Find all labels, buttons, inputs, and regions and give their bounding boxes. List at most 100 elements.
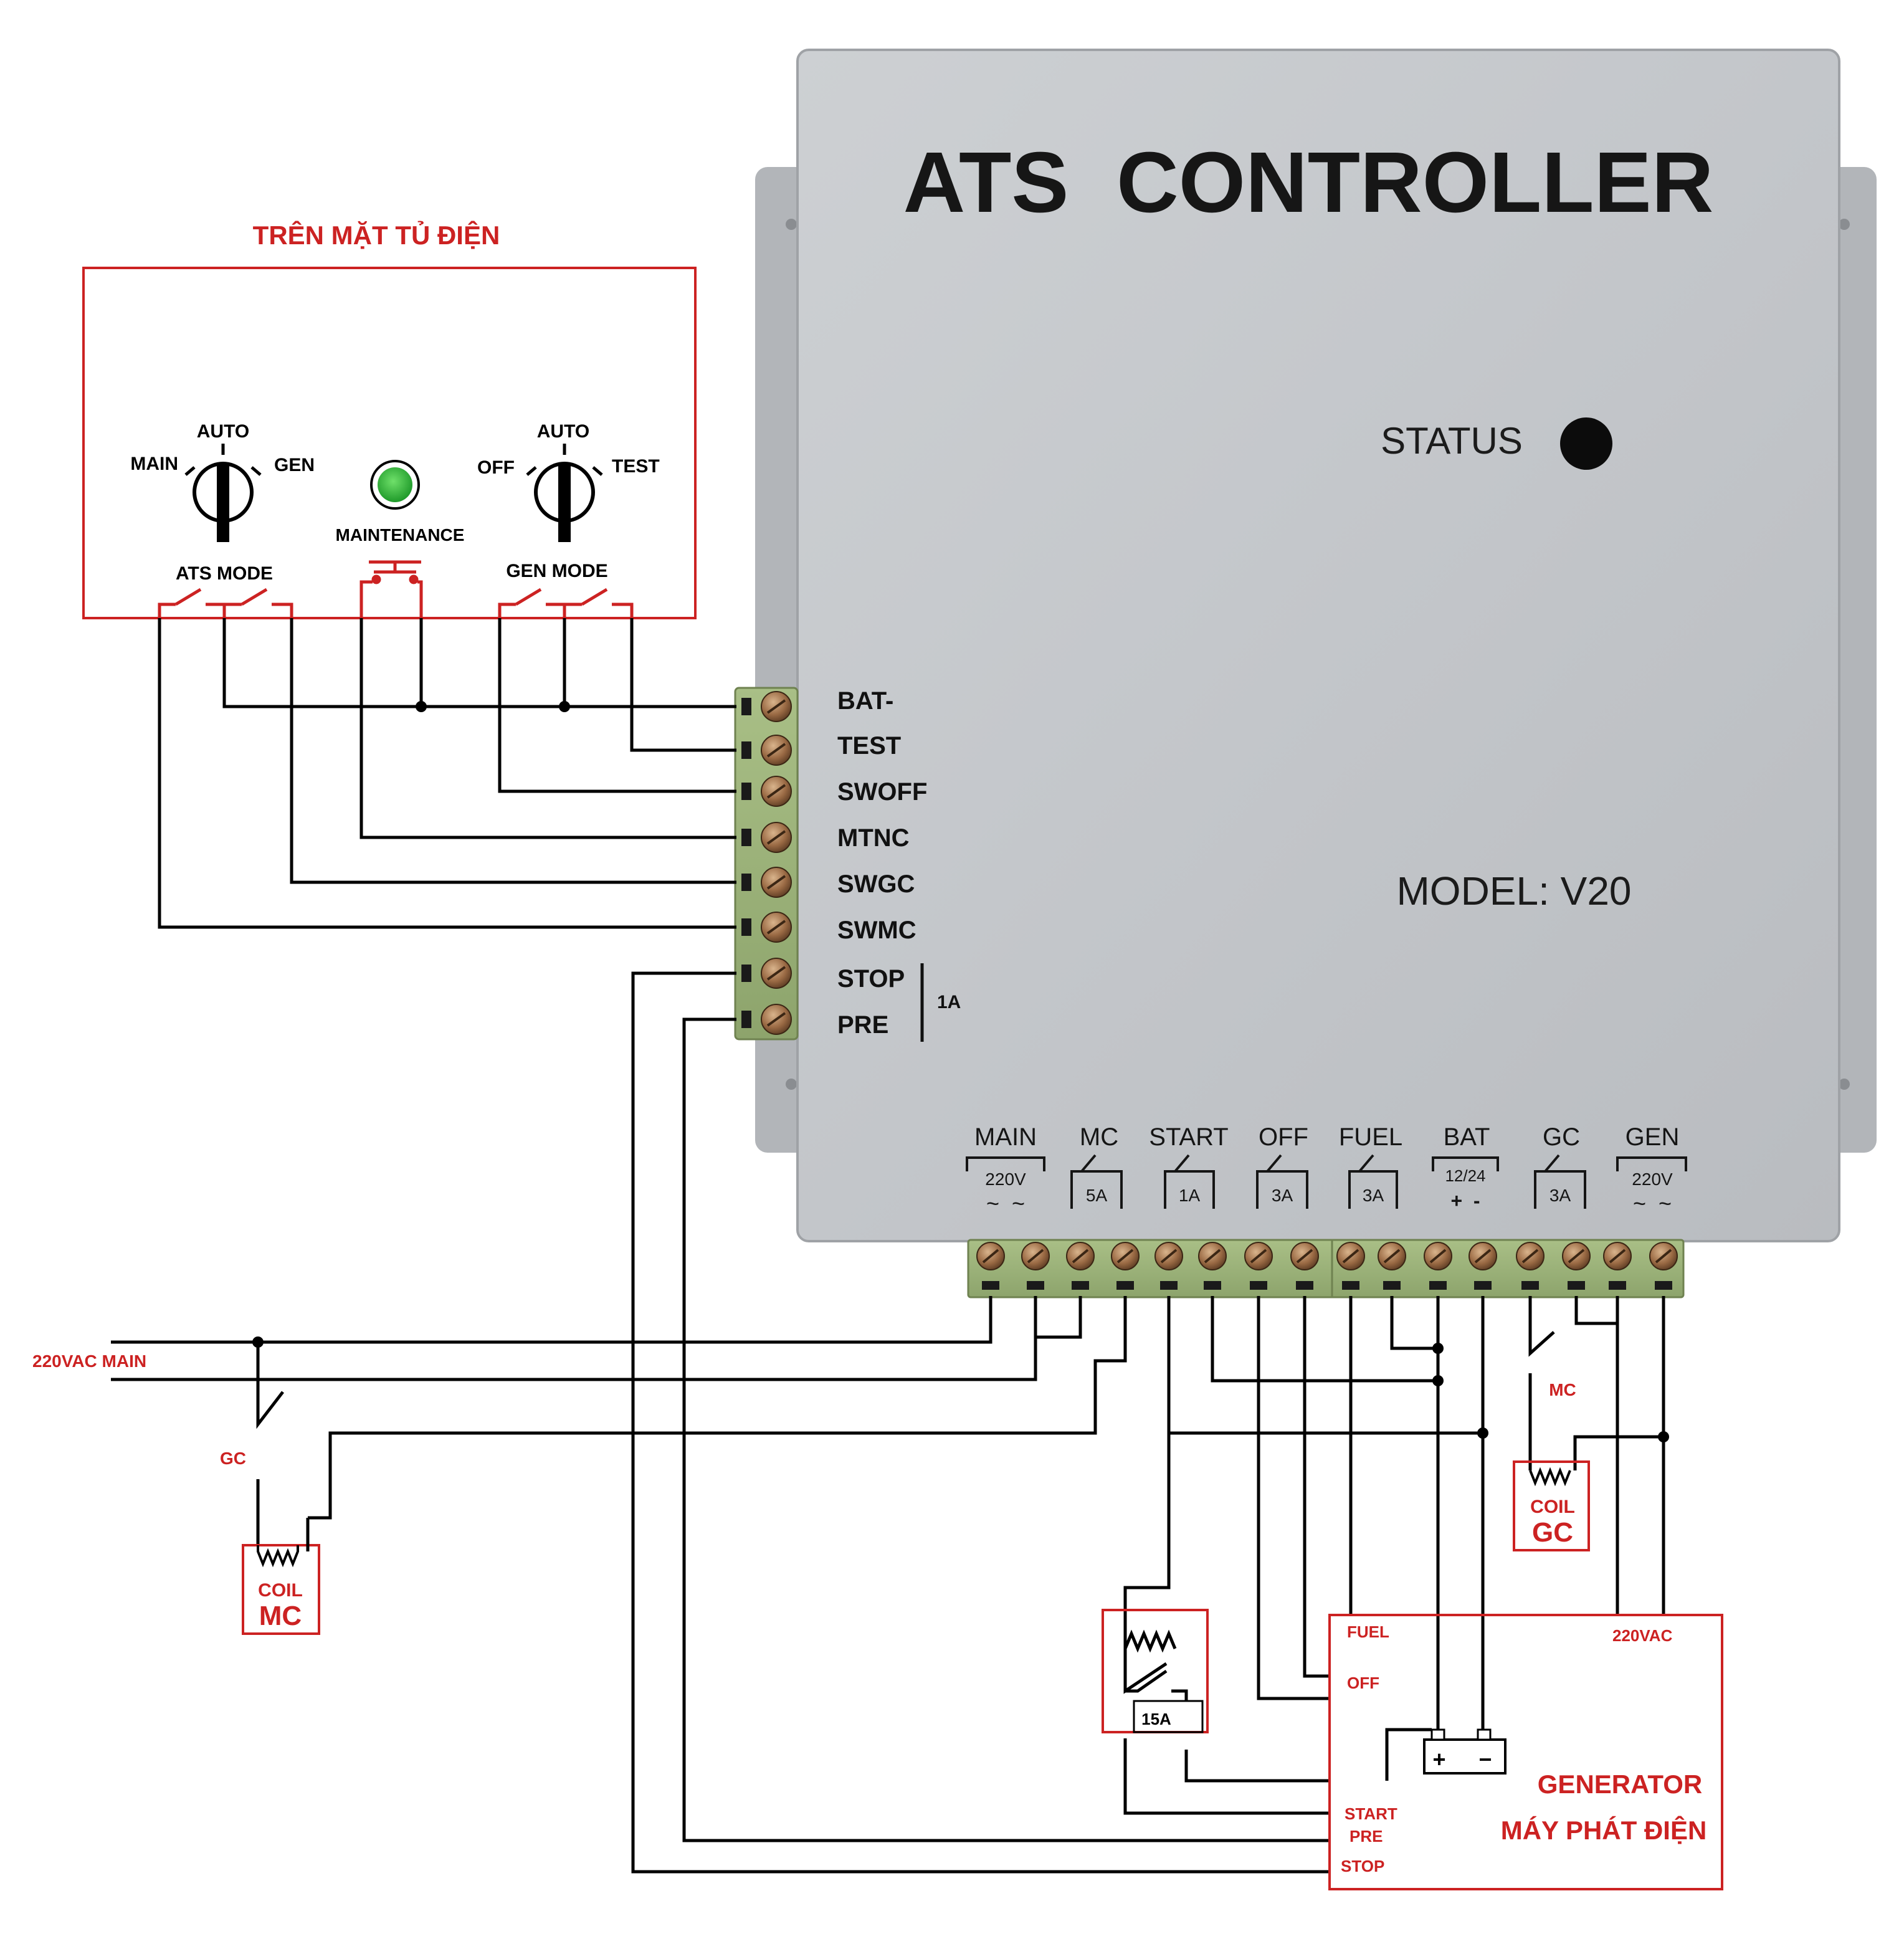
rating-fuel: 3A (1363, 1186, 1384, 1205)
rating-bat: 12/24 (1445, 1166, 1485, 1185)
terminal-slot (1521, 1281, 1539, 1290)
screw-slot-mark (766, 743, 786, 758)
terminal-slot (741, 874, 751, 891)
screw-slot-mark (1342, 1249, 1359, 1264)
left-terminal-block (734, 687, 799, 1041)
screw-slot-mark (766, 966, 786, 981)
controller-title: ATS CONTROLLER (903, 135, 1714, 231)
terminal-slot (741, 1011, 751, 1028)
generator-subtitle: MÁY PHÁT ĐIỆN (1501, 1815, 1707, 1845)
sub-bat: + - (1450, 1189, 1480, 1212)
terminal-slot (1072, 1281, 1089, 1290)
gen-terminal-off: OFF (1347, 1674, 1379, 1692)
gen-mode-contacts (498, 588, 634, 618)
terminal-slot (741, 783, 751, 800)
generator-title: GENERATOR (1538, 1770, 1702, 1799)
terminal-slot (741, 918, 751, 936)
left-terminal-screws (741, 691, 792, 1035)
generator: FUEL OFF 220VAC START PRE STOP GENERATOR… (1328, 1614, 1723, 1890)
terminal-label-bat-minus: BAT- (837, 687, 893, 715)
group-label-gen: GEN (1626, 1123, 1680, 1151)
main-supply-label: 220VAC MAIN (32, 1351, 146, 1371)
gen-terminal-ac: 220VAC (1612, 1626, 1673, 1645)
group-label-fuel: FUEL (1339, 1123, 1402, 1151)
gen-mode-label: GEN MODE (506, 561, 607, 581)
terminal-slot (741, 741, 751, 759)
terminal-slot (1116, 1281, 1134, 1290)
ats-mode-contacts (158, 588, 293, 618)
group-label-start: START (1149, 1123, 1228, 1151)
gen-terminal-fuel: FUEL (1347, 1622, 1389, 1641)
screw-slot-mark (982, 1249, 999, 1264)
screw-slot-mark (1609, 1249, 1626, 1264)
group-label-bat: BAT (1444, 1123, 1490, 1151)
battery-minus: − (1478, 1746, 1492, 1772)
terminal-slot (741, 829, 751, 846)
terminal-label-swmc: SWMC (837, 917, 916, 944)
bottom-terminal-block (967, 1239, 1685, 1298)
gc-contact-label: GC (220, 1449, 246, 1468)
sub-gen: ~ ~ (1633, 1191, 1672, 1216)
coil-gc-word: COIL (1530, 1497, 1575, 1517)
terminal-slot (1027, 1281, 1044, 1290)
maintenance-label: MAINTENANCE (336, 525, 465, 545)
screw-slot-mark (1383, 1249, 1401, 1264)
terminal-slot (741, 698, 751, 715)
terminal-slot (1250, 1281, 1267, 1290)
terminal-label-swgc: SWGC (837, 870, 915, 898)
terminal-label-mtnc: MTNC (837, 824, 910, 852)
start-relay-15a: 15A (1102, 1609, 1209, 1733)
terminal-slot (1383, 1281, 1401, 1290)
screw-slot-mark (1116, 1249, 1134, 1264)
terminal-slot (1296, 1281, 1313, 1290)
terminal-slot (982, 1281, 999, 1290)
model-label: MODEL: V20 (1396, 869, 1631, 913)
screw-slot-mark (1568, 1249, 1585, 1264)
generator-box (1328, 1614, 1723, 1890)
gen-terminal-pre: PRE (1349, 1827, 1383, 1846)
status-led (1560, 417, 1612, 470)
screw-slot-mark (1296, 1249, 1313, 1264)
screw-slot-mark (1160, 1249, 1178, 1264)
ats-mode-selector[interactable] (184, 444, 262, 542)
ats-switch-auto-label: AUTO (197, 421, 249, 442)
gen-mode-selector[interactable] (526, 444, 603, 542)
terminal-slot (1609, 1281, 1626, 1290)
terminal-slot (1160, 1281, 1178, 1290)
relay-rating: 15A (1141, 1710, 1171, 1728)
terminal-slot (1342, 1281, 1359, 1290)
battery: + − (1385, 1728, 1507, 1781)
gen-switch-auto-label: AUTO (537, 421, 589, 442)
screw-slot-mark (766, 784, 786, 799)
screw-slot-mark (766, 830, 786, 845)
rating-gen: 220V (1632, 1170, 1673, 1189)
screw-slot-mark (766, 1012, 786, 1027)
rating-start: 1A (1179, 1186, 1201, 1205)
group-label-gc: GC (1543, 1123, 1580, 1151)
screw-slot-mark (766, 875, 786, 890)
mc-contact-label: MC (1549, 1380, 1576, 1399)
panel-title: TRÊN MẶT TỦ ĐIỆN (253, 220, 500, 250)
ats-controller: ATS CONTROLLER STATUS MODEL: V20 BAT- TE… (734, 49, 1877, 1298)
screw-slot-mark (1250, 1249, 1267, 1264)
gen-switch-test-label: TEST (612, 456, 660, 477)
screw-slot-mark (766, 920, 786, 935)
screw-slot-mark (1655, 1249, 1672, 1264)
rating-gc: 3A (1549, 1186, 1571, 1205)
rating-main: 220V (985, 1170, 1026, 1189)
group-label-main: MAIN (974, 1123, 1037, 1151)
terminal-slot (1568, 1281, 1585, 1290)
terminal-slot (1474, 1281, 1492, 1290)
coil-gc: COIL GC (1513, 1460, 1590, 1551)
terminal-label-stop: STOP (837, 965, 905, 993)
ats-switch-main-label: MAIN (130, 454, 178, 474)
terminal-slot (741, 965, 751, 982)
stop-pre-rating: 1A (937, 992, 961, 1012)
panel: TRÊN MẶT TỦ ĐIỆN AUTO MAIN GEN ATS MODE … (82, 220, 697, 619)
maintenance-pushbutton[interactable] (359, 560, 423, 618)
sub-main: ~ ~ (986, 1191, 1025, 1216)
screw-slot-mark (766, 699, 786, 714)
screw-slot-mark (1474, 1249, 1492, 1264)
group-label-off: OFF (1259, 1123, 1308, 1151)
